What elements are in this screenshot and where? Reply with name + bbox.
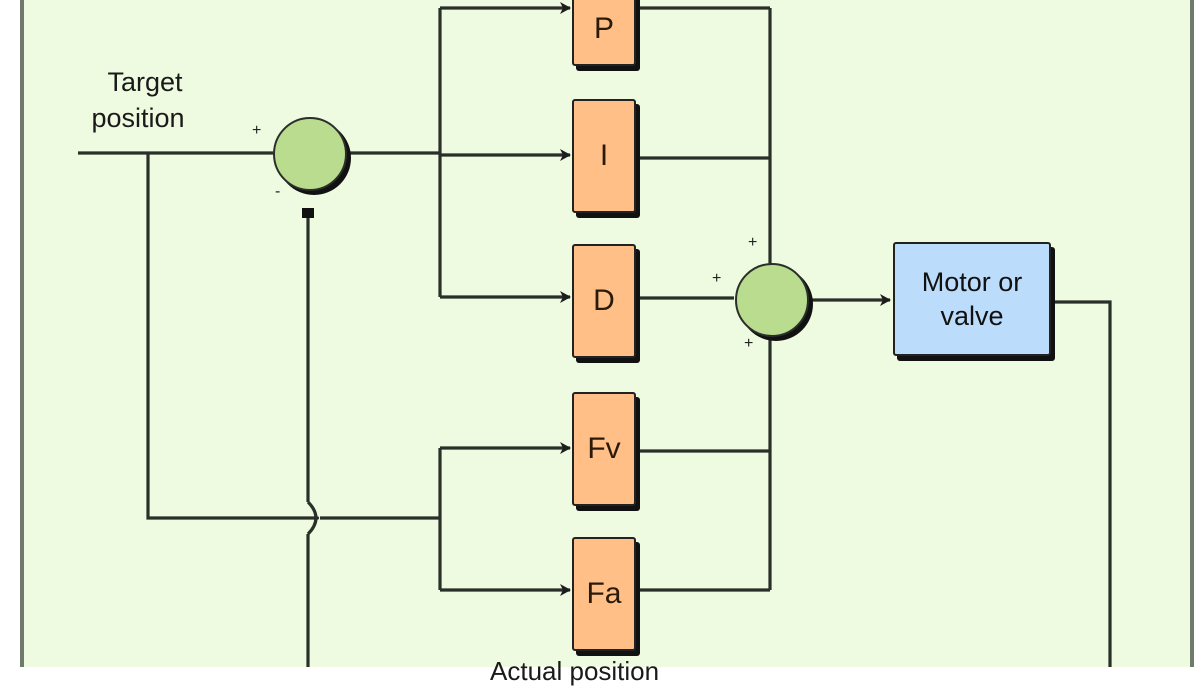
output-line — [1053, 300, 1112, 667]
sum1-minus-sign: - — [275, 183, 281, 200]
p-block: P — [572, 0, 636, 66]
i-block-label: I — [599, 139, 609, 172]
fv-block: Fv — [572, 392, 636, 506]
sum2-bottom-plus-sign: + — [744, 335, 754, 352]
motor-or-valve-block: Motor or valve — [893, 242, 1051, 356]
sum1-plus-sign: + — [252, 122, 262, 139]
p-block-label: P — [593, 12, 614, 45]
motor-label-line2: valve — [940, 301, 1004, 331]
actual-position-label: Actual position — [490, 656, 660, 686]
feedback-jump-icon — [306, 500, 318, 536]
target-label-line2: position — [91, 103, 185, 133]
d-block-label: D — [593, 284, 615, 317]
motor-label-line1: Motor or — [921, 267, 1023, 297]
feedforward-line — [146, 153, 303, 520]
error-summing-junction-fill — [273, 117, 347, 191]
target-position-label: Target position — [91, 64, 198, 136]
sum2-top-plus-sign: + — [748, 234, 758, 251]
fa-block-label: Fa — [586, 577, 622, 610]
output-summing-junction-fill — [735, 263, 809, 337]
feedback-marker — [302, 208, 314, 218]
sum2-left-plus-sign: + — [712, 270, 722, 287]
d-block: D — [572, 244, 636, 358]
i-block: I — [572, 99, 636, 213]
fv-block-label: Fv — [587, 432, 621, 465]
fa-block: Fa — [572, 537, 636, 651]
target-label-line1: Target — [107, 67, 183, 97]
